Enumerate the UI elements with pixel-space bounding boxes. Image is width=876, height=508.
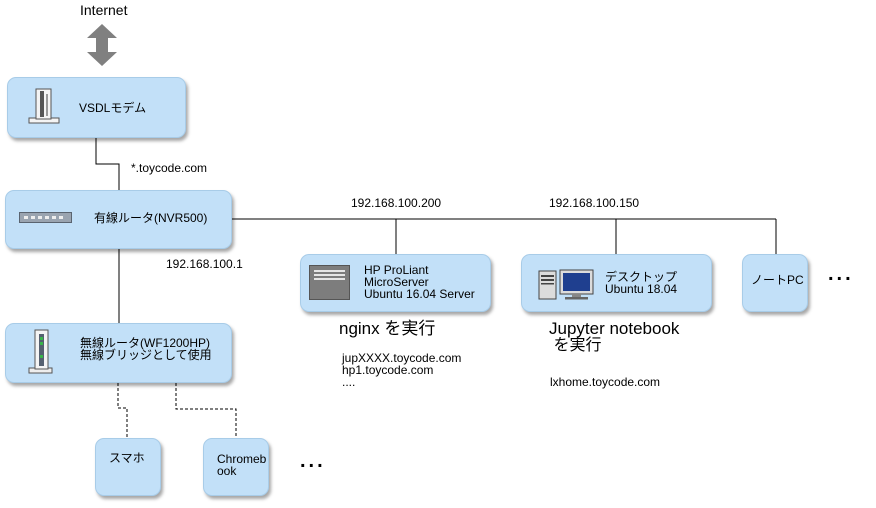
wireless-router-line-1: 無線ルータ(WF1200HP) xyxy=(80,336,211,350)
wifi-link-smartphone xyxy=(117,383,128,438)
internet-label: Internet xyxy=(80,2,128,18)
wired-router-node[interactable]: 有線ルータ(NVR500) xyxy=(5,190,232,249)
desktop-ip-label: 192.168.100.150 xyxy=(549,196,640,210)
internet-arrow-icon xyxy=(87,24,117,66)
more-lan-devices-ellipsis: ... xyxy=(828,263,854,285)
server-host-2: hp1.toycode.com xyxy=(342,363,434,377)
server-ip-label: 192.168.100.200 xyxy=(351,196,442,210)
desktop-pc-icon xyxy=(538,269,594,300)
desktop-line-2: Ubuntu 18.04 xyxy=(605,282,678,296)
desktop-line-1: デスクトップ xyxy=(605,270,678,284)
server-line-1: HP ProLiant xyxy=(364,263,429,277)
modem-router-link xyxy=(95,138,120,190)
smartphone-label: スマホ xyxy=(109,451,145,465)
modem-icon xyxy=(28,88,60,124)
vsdl-modem-label: VSDLモデム xyxy=(79,101,147,115)
wired-router-label: 有線ルータ(NVR500) xyxy=(94,211,208,225)
desktop-service-line-2: を実行 xyxy=(549,337,602,354)
server-line-2: MicroServer xyxy=(364,275,429,289)
server-host-3: .... xyxy=(342,375,356,389)
more-wireless-devices-ellipsis: ... xyxy=(300,450,326,472)
server-host-1: jupXXXX.toycode.com xyxy=(342,351,462,365)
server-service-label: nginx を実行 xyxy=(339,319,436,338)
wireless-router-icon xyxy=(28,329,53,374)
router-ip-label: 192.168.100.1 xyxy=(166,257,243,271)
desktop-node[interactable]: デスクトップ Ubuntu 18.04 xyxy=(521,254,712,312)
vsdl-modem-node[interactable]: VSDLモデム xyxy=(7,77,186,138)
server-node[interactable]: HP ProLiant MicroServer Ubuntu 16.04 Ser… xyxy=(300,254,491,312)
chromebook-line-1: Chromeb xyxy=(217,452,267,466)
server-icon xyxy=(309,265,350,300)
desktop-service-line-1: Jupyter notebook xyxy=(549,319,680,338)
wireless-router-line-2: 無線ブリッジとして使用 xyxy=(80,348,212,362)
wan-domain-label: *.toycode.com xyxy=(131,161,208,175)
chromebook-node[interactable]: Chromeb ook xyxy=(203,438,269,496)
router-icon xyxy=(19,212,72,223)
notepc-label: ノートPC xyxy=(751,273,804,287)
wireless-router-node[interactable]: 無線ルータ(WF1200HP) 無線ブリッジとして使用 xyxy=(5,323,232,383)
chromebook-line-2: ook xyxy=(217,464,237,478)
smartphone-node[interactable]: スマホ xyxy=(95,438,161,496)
server-line-3: Ubuntu 16.04 Server xyxy=(364,287,475,301)
notepc-node[interactable]: ノートPC xyxy=(742,254,808,312)
desktop-host: lxhome.toycode.com xyxy=(550,375,661,389)
wifi-link-chromebook xyxy=(175,383,237,438)
